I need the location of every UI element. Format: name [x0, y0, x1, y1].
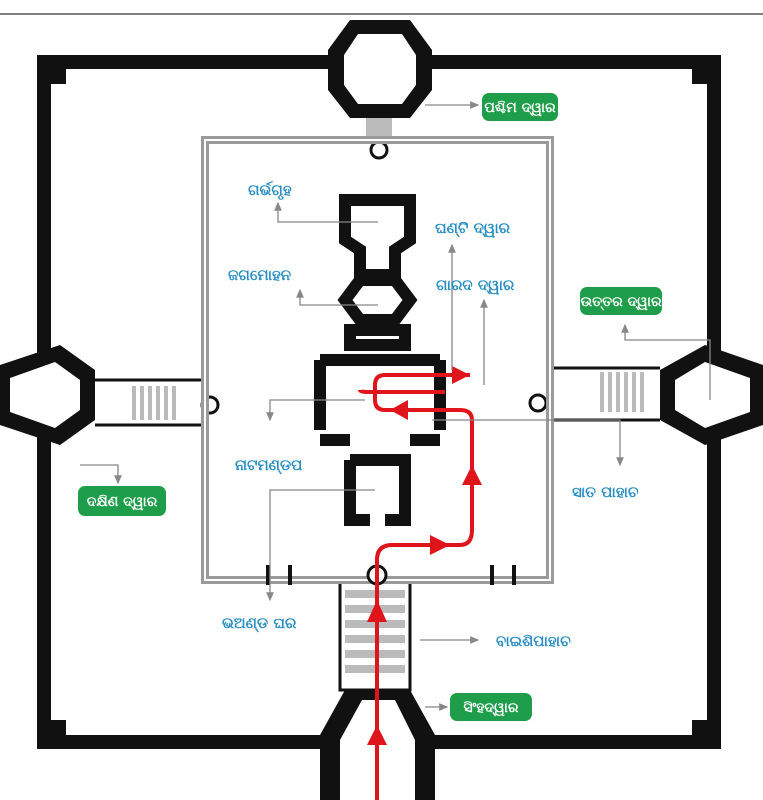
badge-south-gate: ଦକ୍ଷିଣ ଦ୍ୱାର: [78, 486, 166, 516]
label-bhanda-ghara: ଭଅଣ୍ଡ ଘର: [222, 614, 297, 633]
svg-text:ଦକ୍ଷିଣ ଦ୍ୱାର: ଦକ୍ଷିଣ ଦ୍ୱାର: [87, 494, 158, 511]
gate-south-structure: [0, 345, 220, 445]
label-sata-pahacha: ସାତ ପାହାଚ: [572, 483, 639, 501]
label-garada-dwara: ଗାରଦ ଦ୍ୱାର: [436, 276, 515, 295]
badge-west-gate: ପଶ୍ଚିମ ଦ୍ୱାର: [482, 93, 558, 121]
badge-north-gate: ଉତ୍ତର ଦ୍ୱାର: [580, 287, 662, 315]
badge-lion-gate: ସିଂହଦ୍ୱାର: [450, 693, 532, 721]
gate-north-structure: [528, 345, 763, 445]
label-baisi-pahacha: ବାଇଶିପାହାଚ: [496, 632, 571, 650]
main-temple: [314, 194, 446, 526]
svg-text:ଉତ୍ତର ଦ୍ୱାର: ଉତ୍ତର ଦ୍ୱାର: [580, 294, 662, 311]
leader-lines: [80, 101, 711, 711]
gate-west-structure: [328, 20, 432, 160]
pilgrim-route: [358, 373, 474, 800]
label-natamandapa: ନାଟମଣ୍ଡପ: [235, 456, 302, 475]
label-garbhagriha: ଗର୍ଭଗୃହ: [248, 180, 292, 201]
label-jagamohana: ଜଗମୋହନ: [228, 266, 292, 284]
route-arrows: [367, 366, 482, 745]
corner-bastions: [38, 56, 720, 748]
svg-text:ସିଂହଦ୍ୱାର: ସିଂହଦ୍ୱାର: [463, 700, 519, 717]
svg-text:ପଶ୍ଚିମ ଦ୍ୱାର: ପଶ୍ଚିମ ଦ୍ୱାର: [484, 100, 556, 117]
label-ghanti-dwara: ଘଣ୍ଟି ଦ୍ୱାର: [435, 219, 511, 238]
